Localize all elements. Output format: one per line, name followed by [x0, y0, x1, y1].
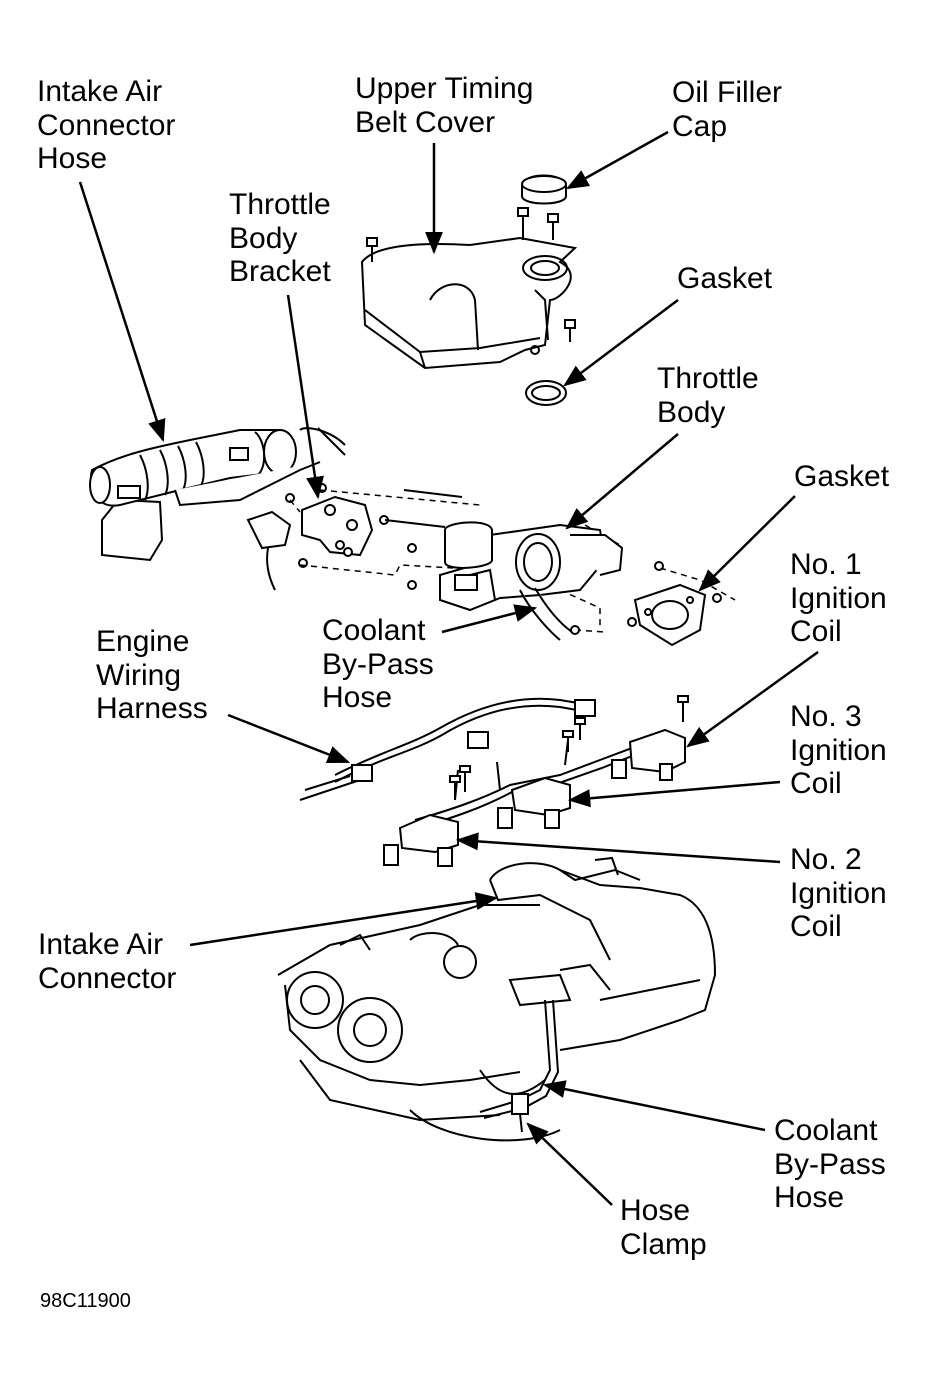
label-coolant-bypass-hose-upper: Coolant By-Pass Hose — [322, 614, 434, 714]
arrow-coolant-bypass-hose-lower — [542, 1080, 765, 1130]
intake-air-connector-hose-part — [90, 428, 345, 560]
label-oil-filler-cap: Oil Filler Cap — [672, 76, 782, 143]
oil-filler-cap-part — [522, 176, 566, 204]
label-hose-clamp: Hose Clamp — [620, 1194, 707, 1261]
label-no2-ignition-coil: No. 2 Ignition Coil — [790, 843, 887, 943]
gasket-bolts — [571, 562, 721, 634]
arrow-intake-air-connector-hose — [80, 182, 166, 443]
label-intake-air-connector-hose: Intake Air Connector Hose — [37, 75, 176, 175]
label-no1-ignition-coil: No. 1 Ignition Coil — [790, 548, 887, 648]
arrow-throttle-body — [565, 434, 678, 530]
engine-wiring-harness-part — [300, 699, 642, 828]
arrow-gasket-upper — [563, 300, 678, 387]
label-upper-timing-belt-cover: Upper Timing Belt Cover — [355, 72, 534, 139]
label-coolant-bypass-hose-lower: Coolant By-Pass Hose — [774, 1114, 886, 1214]
cover-screws — [367, 208, 575, 342]
arrow-oil-filler-cap — [566, 132, 668, 190]
arrow-intake-air-connector — [190, 892, 499, 945]
label-throttle-body-bracket: Throttle Body Bracket — [229, 188, 331, 288]
leader-arrows — [80, 132, 818, 1205]
label-no3-ignition-coil: No. 3 Ignition Coil — [790, 700, 887, 800]
label-gasket-lower: Gasket — [794, 460, 890, 493]
upper-timing-belt-cover-part — [362, 238, 575, 368]
ignition-coil-parts — [384, 696, 688, 866]
arrow-throttle-body-bracket — [288, 295, 324, 500]
label-gasket-upper: Gasket — [677, 262, 773, 295]
label-throttle-body: Throttle Body — [657, 362, 759, 429]
arrow-no3-ignition-coil — [567, 782, 780, 808]
throttle-body-gasket-part — [635, 585, 705, 645]
gasket-ring-part — [526, 381, 566, 405]
throttle-body-part — [440, 522, 622, 640]
arrow-hose-clamp — [526, 1122, 612, 1205]
arrow-coolant-bypass-hose-upper — [442, 604, 538, 632]
arrow-no2-ignition-coil — [455, 832, 780, 862]
arrow-no1-ignition-coil — [686, 652, 818, 748]
arrow-engine-wiring-harness — [228, 715, 351, 762]
engine-block-part — [278, 858, 715, 1140]
label-engine-wiring-harness: Engine Wiring Harness — [96, 625, 208, 725]
arrow-gasket-lower — [698, 496, 795, 592]
label-intake-air-connector: Intake Air Connector — [38, 928, 177, 995]
throttle-body-bracket-part — [248, 497, 372, 590]
coolant-bypass-hose-part — [480, 1000, 558, 1132]
figure-code: 98C11900 — [40, 1290, 131, 1312]
